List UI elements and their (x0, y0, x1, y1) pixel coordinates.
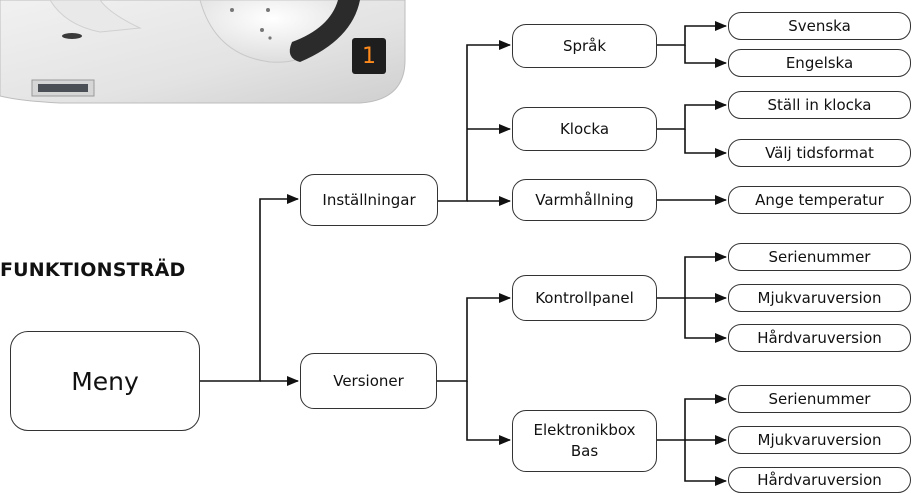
node-varmhallning: Varmhållning (512, 179, 657, 221)
node-elektronikbox-line1: Elektronikbox (533, 421, 636, 439)
node-elektronikbox-bas: Elektronikbox Bas (512, 410, 657, 472)
leaf-eb-serienummer: Serienummer (728, 385, 911, 413)
step-number-badge: 1 (352, 38, 386, 74)
node-installningar: Inställningar (300, 174, 438, 226)
node-sprak: Språk (512, 24, 657, 68)
node-elektronikbox-line2: Bas (570, 442, 599, 460)
leaf-kp-mjukvaruversion: Mjukvaruversion (728, 284, 911, 312)
node-versioner: Versioner (300, 353, 437, 409)
leaf-valj-tidsformat: Välj tidsformat (728, 139, 911, 167)
diagram-title: FUNKTIONSTRÄD (0, 259, 186, 281)
leaf-engelska: Engelska (728, 49, 911, 77)
leaf-kp-hardvaruversion: Hårdvaruversion (728, 324, 911, 352)
leaf-stall-in-klocka: Ställ in klocka (728, 91, 911, 119)
node-kontrollpanel: Kontrollpanel (512, 275, 657, 321)
leaf-eb-hardvaruversion: Hårdvaruversion (728, 467, 911, 493)
node-meny: Meny (10, 331, 200, 431)
leaf-svenska: Svenska (728, 12, 911, 40)
leaf-kp-serienummer: Serienummer (728, 243, 911, 271)
leaf-ange-temperatur: Ange temperatur (728, 186, 911, 214)
node-klocka: Klocka (512, 107, 657, 151)
spa-tub-image (0, 0, 410, 105)
leaf-eb-mjukvaruversion: Mjukvaruversion (728, 426, 911, 454)
